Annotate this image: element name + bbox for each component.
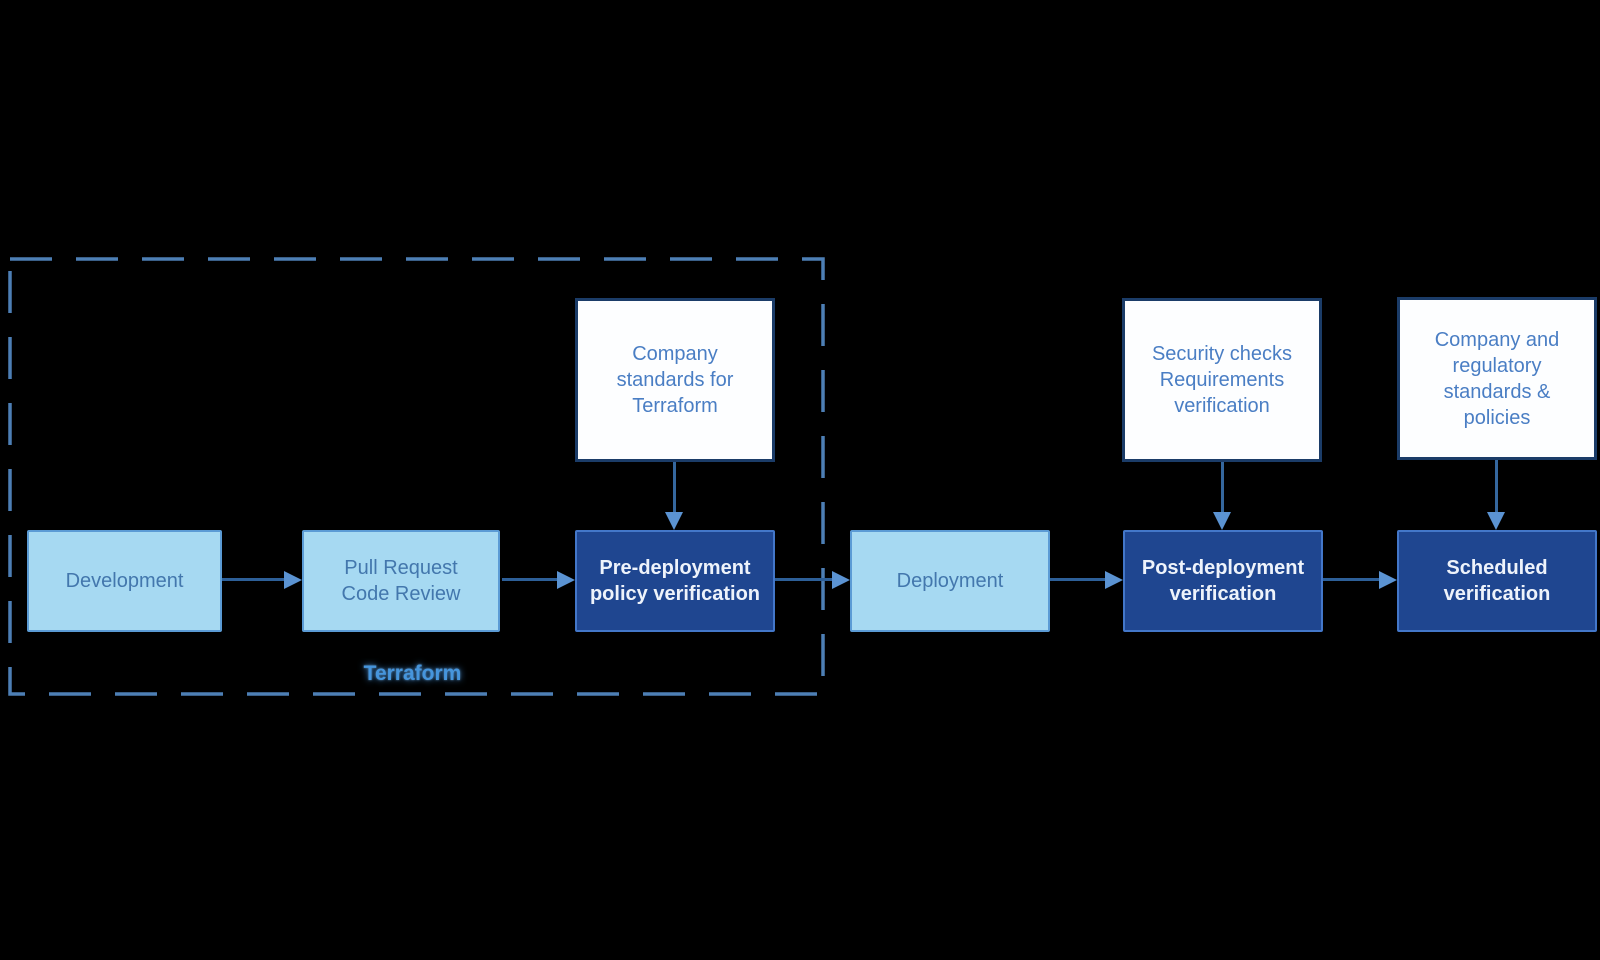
arrow-head-icon <box>284 571 302 589</box>
deployment-box: Deployment <box>850 530 1050 632</box>
arrow-head-icon <box>1105 571 1123 589</box>
terraform-group-label: Terraform <box>363 662 462 685</box>
arrow-head-icon <box>1379 571 1397 589</box>
arrow-head-icon <box>1487 512 1505 530</box>
arrow-head-icon <box>832 571 850 589</box>
arrow-head-icon <box>665 512 683 530</box>
security-checks-requirements-verification-box: Security checks Requirements verificatio… <box>1122 298 1322 462</box>
arrow-head-icon <box>1213 512 1231 530</box>
post-deployment-verification-box: Post-deployment verification <box>1123 530 1323 632</box>
company-and-regulatory-standards-policies-box: Company and regulatory standards & polic… <box>1397 297 1597 460</box>
development-box: Development <box>27 530 222 632</box>
company-standards-for-terraform-box: Company standards for Terraform <box>575 298 775 462</box>
pull-request-code-review-box: Pull Request Code Review <box>302 530 500 632</box>
arrow-head-icon <box>557 571 575 589</box>
scheduled-verification-box: Scheduled verification <box>1397 530 1597 632</box>
pre-deployment-policy-verification-box: Pre-deployment policy verification <box>575 530 775 632</box>
terraform-group-dashed-border <box>8 257 825 696</box>
